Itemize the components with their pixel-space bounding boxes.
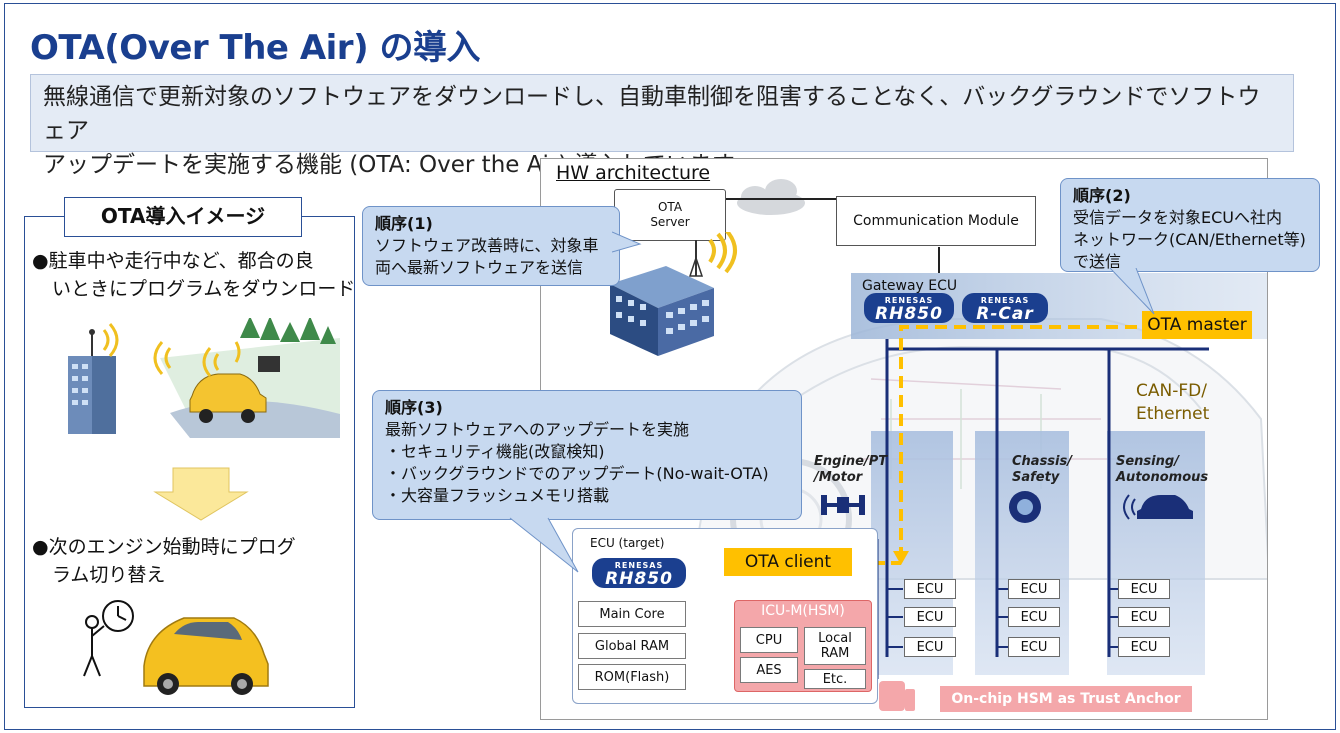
- step3-line-2: ・セキュリティ機能(改竄検知): [385, 442, 605, 461]
- drivetrain-icon: [821, 495, 865, 515]
- global-ram-box: Global RAM: [578, 633, 686, 659]
- rom-flash-box: ROM(Flash): [578, 664, 686, 690]
- can-fd-line-1: CAN-FD/: [1136, 381, 1207, 401]
- page-title: OTA(Over The Air) の導入: [30, 28, 480, 68]
- bullet-download: ●駐車中や走行中など、都合の良 いときにプログラムをダウンロード: [32, 247, 355, 303]
- gateway-ecu-label: Gateway ECU: [862, 278, 958, 294]
- gateway-rh850-logo: RENESAS RH850: [864, 293, 954, 323]
- communication-module-box: Communication Module: [836, 196, 1036, 246]
- down-arrow-icon: [153, 467, 249, 521]
- step1-callout: 順序(1) ソフトウェア改善時に、対象車 両へ最新ソフトウェアを送信: [362, 206, 620, 286]
- renesas-label-3: RENESAS: [614, 561, 664, 570]
- step1-title: 順序(1): [375, 214, 433, 233]
- ota-server-line-1: OTA: [657, 200, 683, 214]
- bullet-download-line-2: いときにプログラムをダウンロード: [52, 278, 356, 300]
- bullet-download-line-1: ●駐車中や走行中など、都合の良: [32, 250, 314, 272]
- renesas-label-2: RENESAS: [980, 296, 1030, 305]
- chassis-line-1: Chassis/: [1012, 454, 1072, 469]
- sensing-label: Sensing/ Autonomous: [1116, 454, 1208, 486]
- yellow-car-icon: [143, 617, 269, 695]
- step3-line-4: ・大容量フラッシュメモリ搭載: [385, 486, 610, 505]
- step3-callout: 順序(3) 最新ソフトウェアへのアップデートを実施 ・セキュリティ機能(改竄検知…: [372, 390, 802, 520]
- aes-box: AES: [740, 657, 798, 683]
- rh850-label: RH850: [875, 304, 943, 324]
- local-ram-line-2: RAM: [820, 646, 850, 661]
- sensing-line-1: Sensing/: [1116, 454, 1179, 469]
- step1-line-1: ソフトウェア改善時に、対象車: [375, 236, 599, 255]
- main-core-box: Main Core: [578, 601, 686, 627]
- can-fd-line-2: Ethernet: [1136, 404, 1210, 424]
- brake-disc-icon: [1009, 491, 1041, 523]
- step1-pointer: [612, 231, 642, 253]
- ota-server-box: OTA Server: [614, 189, 726, 241]
- ota-client-box: OTA client: [724, 548, 852, 576]
- target-rh850-logo: RENESAS RH850: [592, 558, 686, 588]
- small-building-icon: [68, 323, 119, 434]
- cpu-box: CPU: [740, 627, 798, 653]
- car-icon: [189, 373, 267, 423]
- sensing-line-2: Autonomous: [1116, 470, 1209, 485]
- engine-line-1: Engine/PT: [814, 454, 888, 469]
- sensing-car-icon: [1123, 494, 1193, 520]
- lead-text: 無線通信で更新対象のソフトウェアをダウンロードし、自動車制御を阻害することなく、…: [30, 74, 1294, 178]
- step3-pointer: [509, 514, 579, 573]
- bullet-switch: ●次のエンジン始動時にプログ ラム切り替え: [32, 533, 296, 589]
- ecu-target-label: ECU (target): [590, 536, 665, 550]
- ecu-sensing-3: ECU: [1118, 637, 1170, 657]
- ota-server-line-2: Server: [650, 215, 690, 229]
- ota-master-box: OTA master: [1142, 311, 1252, 339]
- can-fd-ethernet-label: CAN-FD/ Ethernet: [1136, 380, 1209, 426]
- step2-line-3: で送信: [1073, 252, 1122, 271]
- step3-line-1: 最新ソフトウェアへのアップデートを実施: [385, 420, 690, 439]
- step2-line-1: 受信データを対象ECUへ社内: [1073, 208, 1282, 227]
- chassis-line-2: Safety: [1012, 470, 1060, 485]
- ecu-chassis-2: ECU: [1008, 607, 1060, 627]
- ota-image-title: OTA導入イメージ: [64, 197, 302, 237]
- local-ram-line-1: Local: [818, 631, 852, 646]
- etc-box: Etc.: [804, 669, 866, 689]
- rcar-label: R-Car: [976, 304, 1034, 324]
- clock-icon: [102, 600, 134, 632]
- step3-title: 順序(3): [385, 398, 443, 417]
- ecu-engine-1: ECU: [904, 579, 956, 599]
- ecu-engine-2: ECU: [904, 607, 956, 627]
- renesas-label: RENESAS: [884, 296, 934, 305]
- ecu-chassis-1: ECU: [1008, 579, 1060, 599]
- cloud-icon: [737, 179, 805, 215]
- person-icon: [83, 615, 105, 677]
- step1-line-2: 両へ最新ソフトウェアを送信: [375, 258, 584, 277]
- rh850-label-2: RH850: [605, 569, 673, 589]
- engine-label: Engine/PT /Motor: [814, 454, 887, 486]
- gateway-rcar-logo: RENESAS R-Car: [962, 293, 1048, 323]
- engine-line-2: /Motor: [814, 470, 863, 485]
- bullet-switch-line-2: ラム切り替え: [52, 564, 166, 586]
- bullet-switch-line-1: ●次のエンジン始動時にプログ: [32, 536, 296, 558]
- engine-start-illustration: [83, 600, 269, 695]
- hw-architecture-label: HW architecture: [556, 162, 711, 184]
- server-building-icon: [610, 232, 737, 356]
- thumbs-up-icon: [879, 681, 915, 711]
- chassis-label: Chassis/ Safety: [1012, 454, 1072, 486]
- ecu-engine-3: ECU: [904, 637, 956, 657]
- local-ram-box: Local RAM: [804, 627, 866, 665]
- hsm-trust-anchor-banner: On-chip HSM as Trust Anchor: [940, 686, 1192, 712]
- ecu-chassis-3: ECU: [1008, 637, 1060, 657]
- step2-callout: 順序(2) 受信データを対象ECUへ社内 ネットワーク(CAN/Ethernet…: [1060, 178, 1320, 272]
- icu-m-label: ICU-M(HSM): [761, 603, 845, 619]
- step2-pointer: [1109, 268, 1155, 315]
- lead-line-1: 無線通信で更新対象のソフトウェアをダウンロードし、自動車制御を阻害することなく、…: [43, 84, 1261, 144]
- step2-title: 順序(2): [1073, 186, 1131, 205]
- ecu-sensing-2: ECU: [1118, 607, 1170, 627]
- download-illustration: [68, 318, 340, 438]
- ecu-sensing-1: ECU: [1118, 579, 1170, 599]
- step2-line-2: ネットワーク(CAN/Ethernet等): [1073, 230, 1306, 249]
- step3-line-3: ・バックグラウンドでのアップデート(No-wait-OTA): [385, 464, 769, 483]
